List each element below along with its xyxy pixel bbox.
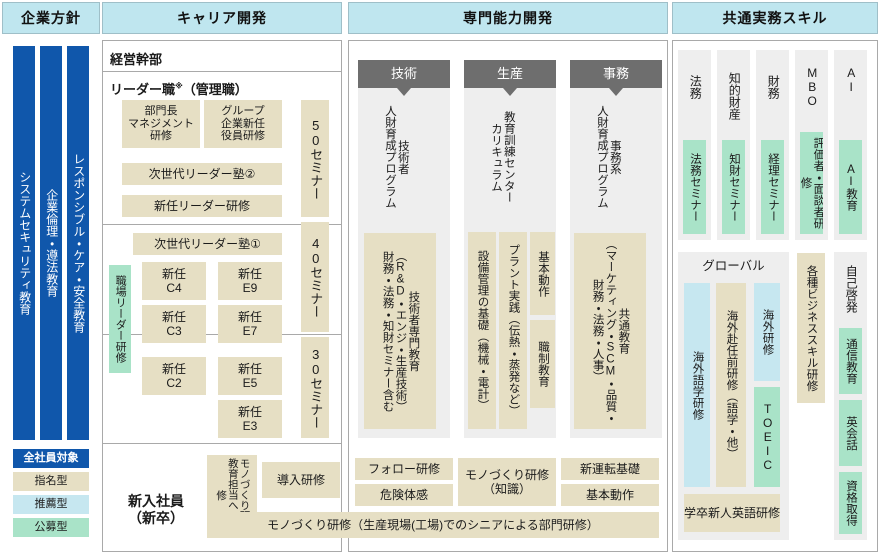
career-box-group-new-executive: グループ 企業新任 役員研修: [204, 100, 282, 148]
career-box-hazard-experience: 危険体感: [355, 484, 453, 506]
career-box-department-head-management: 部門長 マネジメント 研修: [122, 100, 200, 148]
band-label: キャリア開発: [177, 9, 267, 26]
expertise-head-production: 生産: [464, 60, 556, 88]
career-box-new-e5: 新任 E5: [218, 357, 282, 395]
common-box-legal-seminar: 法務セミナー: [683, 140, 706, 234]
policy-pillar-system-security: システムセキュリティ教育: [13, 46, 35, 440]
common-box-evaluator-interviewer-training: 評価者・面談者研修: [800, 132, 823, 234]
career-box-new-e7: 新任 E7: [218, 305, 282, 343]
career-box-next-gen-leader-2: 次世代リーダー塾②: [122, 163, 282, 185]
down-arrow-icon-production: [503, 88, 517, 96]
career-seminar-40: 40セミナー: [301, 222, 329, 332]
common-box-overseas-language-training: 海外語学研修: [684, 283, 710, 487]
common-box-new-graduate-english-training: 学卒新人英語研修: [684, 494, 780, 532]
leader-note-mark: ※: [175, 81, 183, 91]
common-box-ip-seminar: 知財セミナー: [722, 140, 745, 234]
common-head-finance: 財務: [766, 75, 781, 99]
career-newcomer-label: 新入社員 （新卒）: [128, 493, 184, 526]
band-label: 共通実務スキル: [722, 9, 828, 26]
legend-nominated: 指名型: [13, 472, 89, 491]
common-box-business-skills-training: 各種ビジネススキル研修: [797, 253, 825, 403]
common-box-qualification-acquisition: 資格取得: [839, 472, 862, 534]
career-seminar-50: 50セミナー: [301, 100, 329, 217]
expertise-box-plant-practice: プラント実践（伝熱・蒸発など）: [499, 232, 527, 429]
career-box-monozukuri-knowledge: モノづくり研修 （知識）: [458, 458, 556, 506]
expertise-program-admin: 事務系 人財育成プログラム: [596, 105, 621, 209]
career-box-monozukuri-factory-senior: モノづくり研修（生産現場(工場)でのシニアによる部門研修）: [207, 512, 659, 538]
common-box-toeic: TOEIC: [754, 387, 780, 487]
legend-open-call: 公募型: [13, 518, 89, 537]
common-box-ai-education: AI教育: [839, 140, 862, 234]
common-box-english-conversation: 英会話: [839, 400, 862, 466]
career-box-new-c4: 新任 C4: [142, 262, 206, 300]
career-seminar-30: 30セミナー: [301, 337, 329, 438]
common-box-pre-overseas-assignment-training: 海外赴任前研修（語学・他）: [716, 283, 746, 487]
common-box-overseas-training: 海外研修: [754, 283, 780, 381]
expertise-box-job-system-education: 職制教育: [530, 320, 555, 408]
common-head-global: グローバル: [702, 258, 765, 273]
career-box-new-leader-training: 新任リーダー研修: [122, 195, 282, 217]
expertise-program-tech: 技術者 人財育成プログラム: [384, 105, 409, 209]
policy-pillar-label: システムセキュリティ教育: [17, 171, 32, 315]
policy-pillar-responsible-care: レスポンシブル・ケア・安全教育: [67, 46, 89, 440]
band-header-policy: 企業方針: [2, 2, 100, 34]
career-divider-4: [103, 443, 341, 444]
career-row-label-executive: 経営幹部: [110, 52, 163, 67]
expertise-head-admin: 事務: [570, 60, 662, 88]
career-divider-1: [103, 71, 341, 72]
common-head-self-development: 自己啓発: [844, 265, 859, 313]
expertise-box-common-education: 共通教育 （マーケティング・SCM・品質・財務・法務・人事）: [574, 233, 646, 429]
legend-label: 指名型: [34, 475, 68, 488]
band-label: 企業方針: [21, 9, 81, 26]
expertise-head-tech: 技術: [358, 60, 450, 88]
career-box-introductory-training: 導入研修: [262, 462, 340, 498]
band-label: 専門能力開発: [463, 9, 553, 26]
policy-pillar-business-ethics: 企業倫理・遵法教育: [40, 46, 62, 440]
band-header-expertise: 専門能力開発: [348, 2, 668, 34]
career-box-new-c3: 新任 C3: [142, 305, 206, 343]
common-head-ip: 知的財産: [727, 72, 742, 120]
expertise-box-tech-specialist-education: 技術者専門教育 （R&D・エンジ・生産技術） 財務・法務・知財セミナー含む: [364, 233, 436, 429]
legend-label: 公募型: [34, 521, 68, 534]
career-row-label-leader: リーダー職※（管理職）: [110, 81, 248, 97]
expertise-program-production: 教育訓練センター カリキュラム: [490, 111, 515, 203]
legend-all-employees: 全社員対象: [13, 449, 89, 468]
band-header-common: 共通実務スキル: [672, 2, 878, 34]
common-box-correspondence-education: 通信教育: [839, 328, 862, 394]
career-box-new-e3: 新任 E3: [218, 400, 282, 438]
common-head-ai: AI: [844, 66, 859, 94]
career-box-new-operation-basics: 新運転基礎: [561, 458, 659, 480]
career-box-new-c2: 新任 C2: [142, 357, 206, 395]
legend-recommended: 推薦型: [13, 495, 89, 514]
career-box-workplace-leader: 職場リーダー研修: [109, 265, 131, 373]
career-box-follow-up-training: フォロー研修: [355, 458, 453, 480]
common-head-mbo: MBO: [805, 66, 820, 108]
career-box-new-e9: 新任 E9: [218, 262, 282, 300]
legend-label: 推薦型: [34, 498, 68, 511]
policy-pillar-label: 企業倫理・遵法教育: [44, 189, 59, 297]
career-divider-2: [103, 224, 341, 225]
policy-pillar-label: レスポンシブル・ケア・安全教育: [71, 153, 86, 333]
band-header-career: キャリア開発: [102, 2, 342, 34]
common-head-legal: 法務: [688, 75, 703, 99]
career-box-basic-motion-newcomer: 基本動作: [561, 484, 659, 506]
expertise-box-basic-motion: 基本動作: [530, 232, 555, 315]
expertise-box-equipment-management: 設備管理の基礎（機械・電計）: [468, 232, 496, 429]
legend-label: 全社員対象: [23, 452, 79, 465]
down-arrow-icon-admin: [609, 88, 623, 96]
career-box-next-gen-leader-1: 次世代リーダー塾①: [133, 233, 282, 255]
common-box-accounting-seminar: 経理セミナー: [761, 140, 784, 234]
down-arrow-icon-tech: [397, 88, 411, 96]
